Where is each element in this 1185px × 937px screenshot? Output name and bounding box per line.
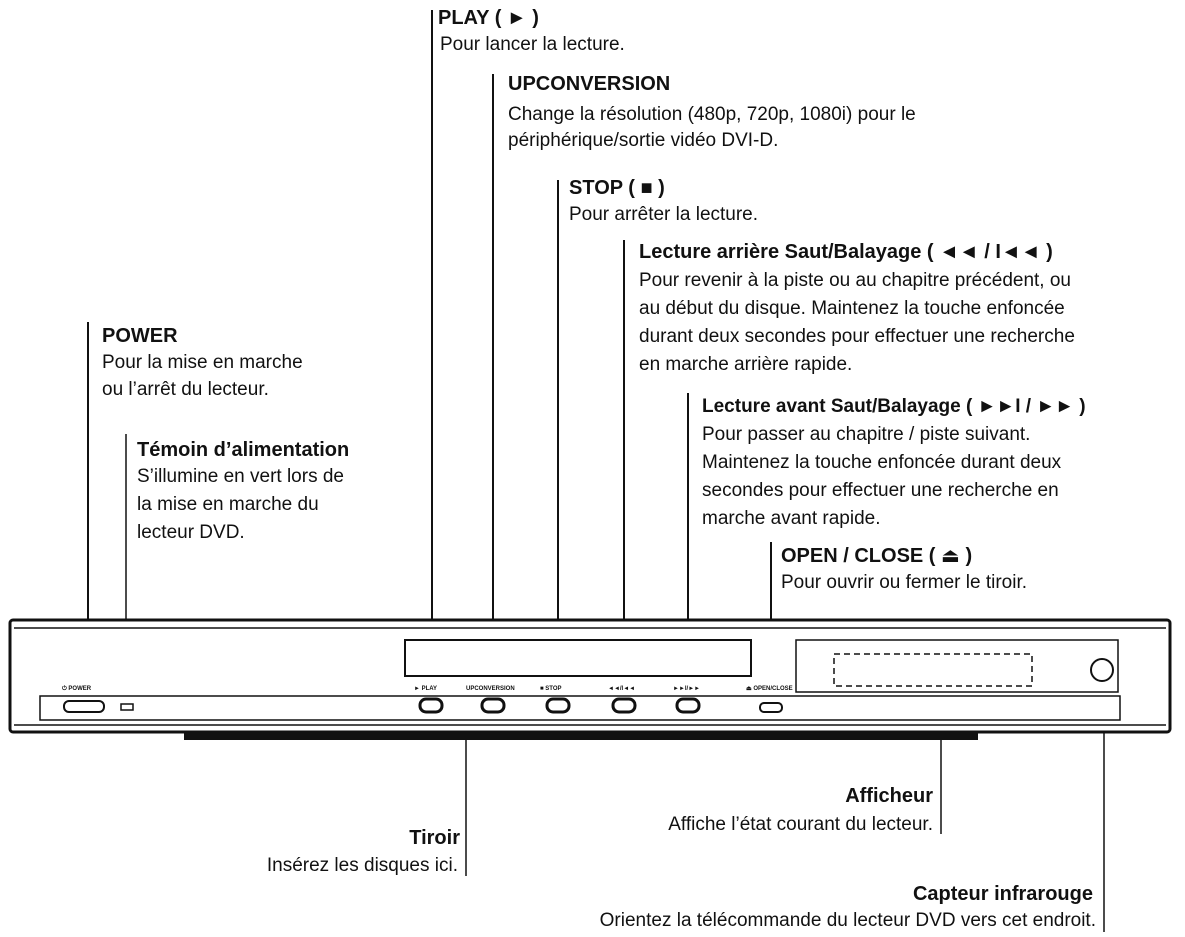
power-desc-line: ou l’arrêt du lecteur. xyxy=(102,379,269,400)
play-desc: Pour lancer la lecture. xyxy=(440,34,625,55)
rewind-desc-line: durant deux secondes pour effectuer une … xyxy=(639,326,1075,347)
display-frame xyxy=(795,639,1119,693)
panel-label-power: ⏻ POWER xyxy=(62,685,92,692)
display-window xyxy=(833,653,1033,687)
player-foot xyxy=(184,732,978,740)
power-button xyxy=(63,700,105,713)
panel-label-forward: ►►I/►► xyxy=(673,686,700,692)
rewind-title: Lecture arrière Saut/Balayage ( ◄◄ / I◄◄… xyxy=(639,241,1053,263)
play-title: PLAY ( ► ) xyxy=(438,7,539,29)
forward-desc-line: Maintenez la touche enfoncée durant deux xyxy=(702,452,1062,473)
forward-desc-line: Pour passer au chapitre / piste suivant. xyxy=(702,424,1031,445)
panel-label-upconversion: UPCONVERSION xyxy=(466,686,515,692)
rewind-desc-line: au début du disque. Maintenez la touche … xyxy=(639,298,1065,319)
display-desc: Affiche l’état courant du lecteur. xyxy=(668,814,933,835)
panel-label-stop: ■ STOP xyxy=(540,686,562,692)
disc-tray xyxy=(404,639,752,677)
forward-desc-line: secondes pour effectuer une recherche en xyxy=(702,480,1059,501)
panel-label-rewind: ◄◄/I◄◄ xyxy=(608,686,635,692)
upconversion-title: UPCONVERSION xyxy=(508,73,671,95)
stop-desc: Pour arrêter la lecture. xyxy=(569,204,759,225)
tray-desc: Insérez les disques ici. xyxy=(266,855,458,876)
upconversion-button xyxy=(480,697,506,714)
power-led-title: Témoin d’alimentation xyxy=(137,439,350,461)
power-led-desc-line: S’illumine en vert lors de xyxy=(137,466,344,487)
power-title: POWER xyxy=(102,325,178,347)
power-led xyxy=(120,703,134,711)
open-close-button xyxy=(759,702,783,713)
stop-button xyxy=(545,697,571,714)
upconversion-desc-line: Change la résolution (480p, 720p, 1080i)… xyxy=(508,104,916,125)
rewind-button xyxy=(611,697,637,714)
power-desc-line: Pour la mise en marche xyxy=(102,352,303,373)
play-button xyxy=(418,697,444,714)
panel-label-open-close: ⏏ OPEN/CLOSE xyxy=(746,686,793,692)
power-led-desc-line: lecteur DVD. xyxy=(137,522,245,543)
forward-desc-line: marche avant rapide. xyxy=(702,508,881,529)
open-close-title: OPEN / CLOSE ( ⏏ ) xyxy=(781,545,973,567)
ir-sensor-desc: Orientez la télécommande du lecteur DVD … xyxy=(599,910,1096,931)
forward-button xyxy=(675,697,701,714)
forward-title: Lecture avant Saut/Balayage ( ►►I / ►► ) xyxy=(702,396,1086,417)
tray-title: Tiroir xyxy=(409,827,460,849)
stop-title: STOP ( ■ ) xyxy=(569,177,665,199)
rewind-desc-line: Pour revenir à la piste ou au chapitre p… xyxy=(639,270,1071,291)
upconversion-desc-line: périphérique/sortie vidéo DVI-D. xyxy=(508,130,779,151)
open-close-desc: Pour ouvrir ou fermer le tiroir. xyxy=(781,572,1028,593)
rewind-desc-line: en marche arrière rapide. xyxy=(639,354,853,375)
control-strip xyxy=(39,695,1121,721)
panel-label-play: ► PLAY xyxy=(414,686,437,692)
power-led-desc-line: la mise en marche du xyxy=(137,494,319,515)
display-title: Afficheur xyxy=(845,785,933,807)
ir-sensor-title: Capteur infrarouge xyxy=(912,883,1093,905)
ir-sensor xyxy=(1090,658,1114,682)
